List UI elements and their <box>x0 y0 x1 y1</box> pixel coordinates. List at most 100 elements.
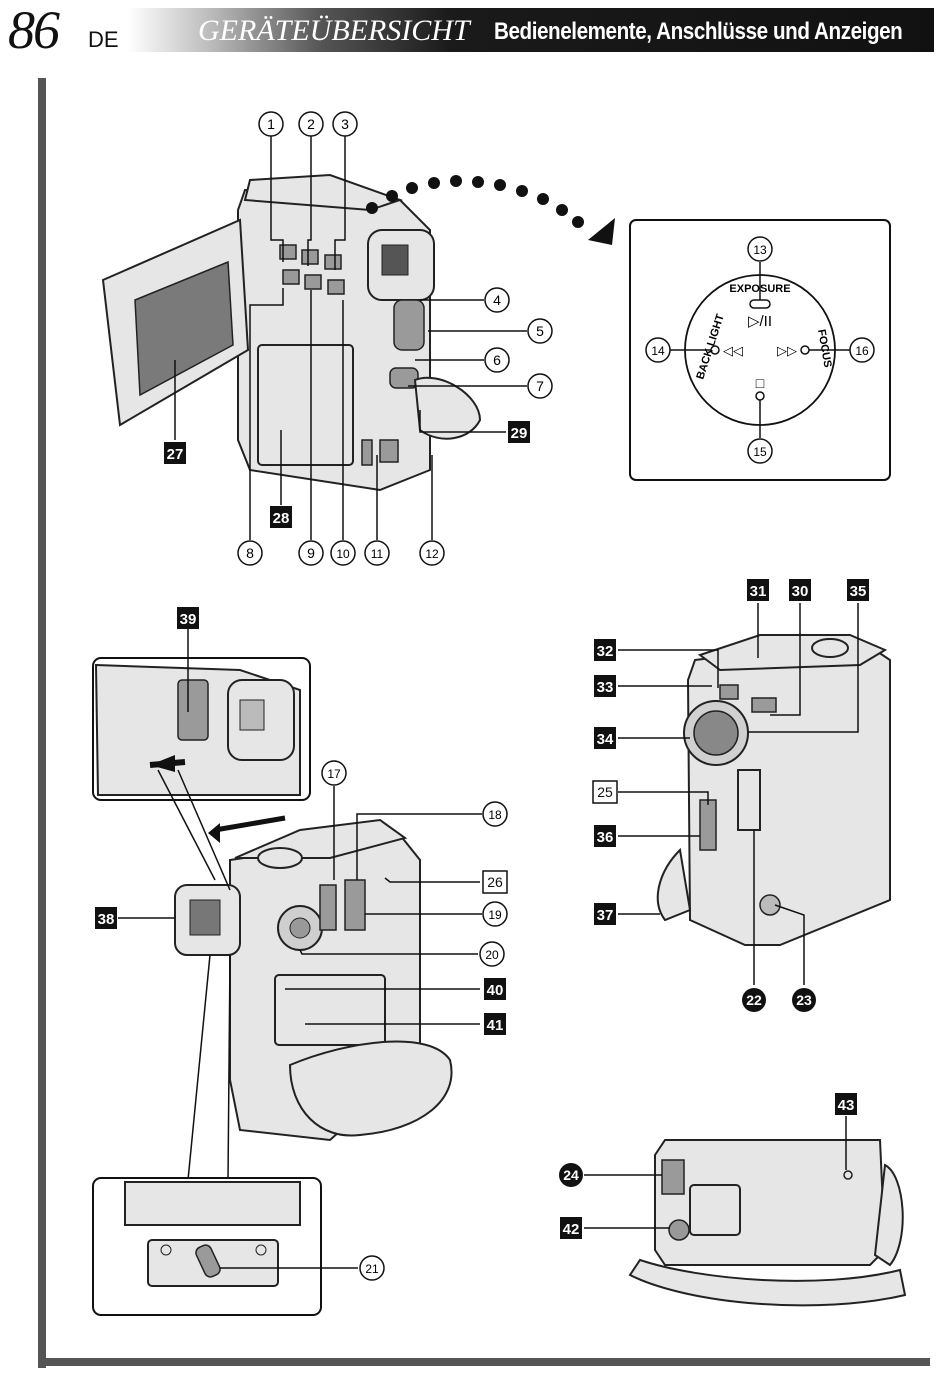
callout-22-label: 22 <box>746 992 762 1008</box>
callout-25: 25 <box>592 780 618 804</box>
callout-11: 11 <box>364 540 390 566</box>
callout-21: 21 <box>359 1255 385 1281</box>
callout-5-label: 5 <box>536 323 544 339</box>
callout-10-label: 10 <box>336 547 350 561</box>
callout-33: 33 <box>594 675 616 697</box>
callout-7-label: 7 <box>536 378 544 394</box>
camcorder-bottom-view <box>628 1139 907 1307</box>
callout-17: 17 <box>321 760 347 786</box>
callout-13: 13 <box>747 236 773 262</box>
camcorder-front-view <box>656 634 891 946</box>
callout-18: 18 <box>482 801 508 827</box>
callout-20-label: 20 <box>485 948 499 962</box>
callout-16: 16 <box>849 337 875 363</box>
callout-15: 15 <box>747 438 773 464</box>
callout-8-label: 8 <box>246 545 254 561</box>
page-number: 86 <box>8 0 60 60</box>
callout-14: 14 <box>645 337 671 363</box>
page-language: DE <box>88 27 119 52</box>
callout-9-label: 9 <box>307 545 315 561</box>
callout-1: 1 <box>258 111 284 137</box>
play-pause-symbol: ▷/II <box>748 313 772 330</box>
callout-11-label: 11 <box>371 547 384 561</box>
camcorder-side-view <box>174 815 453 1142</box>
callout-16-label: 16 <box>855 344 869 358</box>
callout-7: 7 <box>527 373 553 399</box>
hand-strap <box>288 1040 453 1137</box>
dotted-arc-arrow <box>366 175 615 245</box>
callout-37-label: 37 <box>597 907 614 924</box>
callout-9: 9 <box>298 540 324 566</box>
callout-36-label: 36 <box>597 829 614 846</box>
callout-26-label: 26 <box>487 874 503 890</box>
page-frame-left <box>38 78 46 1368</box>
cassette-cover <box>257 344 354 466</box>
callout-29-label: 29 <box>511 425 528 442</box>
section-subtitle: Bedienelemente, Anschlüsse und Anzeigen <box>494 18 903 45</box>
callout-4-label: 4 <box>493 292 501 308</box>
callout-15-label: 15 <box>753 445 767 459</box>
callout-24: 24 <box>559 1163 583 1187</box>
section-banner: GERÄTEÜBERSICHT Bedienelemente, Anschlüs… <box>128 8 934 52</box>
callout-40-label: 40 <box>487 982 504 999</box>
callout-33-label: 33 <box>597 679 614 696</box>
callout-35-label: 35 <box>850 583 867 600</box>
callout-42: 42 <box>560 1217 582 1239</box>
boxed-callouts: 27 28 29 30 31 32 33 34 35 36 37 38 39 40 41 42 43 25 26 22… <box>95 421 869 1239</box>
callout-8: 8 <box>237 540 263 566</box>
callout-38-label: 38 <box>98 911 115 928</box>
callout-19: 19 <box>482 901 508 927</box>
callout-37: 37 <box>594 903 616 925</box>
callout-20: 20 <box>479 941 505 967</box>
callout-32-label: 32 <box>597 643 614 660</box>
callout-27: 27 <box>164 442 186 464</box>
callout-42-label: 42 <box>563 1221 580 1238</box>
callout-36: 36 <box>594 825 616 847</box>
page-frame-bottom <box>38 1358 930 1366</box>
callout-35: 35 <box>847 579 869 601</box>
callout-40: 40 <box>484 978 506 1000</box>
callout-17-label: 17 <box>327 767 341 781</box>
callout-34-label: 34 <box>597 731 614 748</box>
callout-39-label: 39 <box>180 611 197 628</box>
callout-12-label: 12 <box>425 547 439 561</box>
callout-41-label: 41 <box>487 1017 504 1034</box>
callout-23: 23 <box>792 988 816 1012</box>
callout-38: 38 <box>95 907 117 929</box>
callout-13-label: 13 <box>753 243 767 257</box>
fast-forward-symbol: ▷▷ <box>777 343 797 358</box>
callout-4: 4 <box>484 287 510 313</box>
callout-10: 10 <box>330 540 356 566</box>
rewind-symbol: ◁◁ <box>723 343 743 358</box>
callout-3-label: 3 <box>341 116 349 132</box>
callout-29: 29 <box>508 421 530 443</box>
callout-19-label: 19 <box>488 908 502 922</box>
inset-tripod <box>92 1177 358 1316</box>
callout-5: 5 <box>527 318 553 344</box>
callout-31-label: 31 <box>750 583 767 600</box>
page-header: 86 DE GERÄTEÜBERSICHT Bedienelemente, An… <box>0 0 950 60</box>
callout-6: 6 <box>484 347 510 373</box>
callout-6-label: 6 <box>493 352 501 368</box>
callout-30: 30 <box>789 579 811 601</box>
callout-12: 12 <box>419 540 445 566</box>
callout-3: 3 <box>332 111 358 137</box>
callout-2-label: 2 <box>307 116 315 132</box>
lcd-screen <box>134 260 234 397</box>
callout-43-label: 43 <box>838 1097 855 1114</box>
callout-14-label: 14 <box>651 344 665 358</box>
callout-32: 32 <box>594 639 616 661</box>
callout-28: 28 <box>270 506 292 528</box>
callout-41: 41 <box>484 1013 506 1035</box>
callout-31: 31 <box>747 579 769 601</box>
exposure-label: EXPOSURE <box>729 283 790 295</box>
callout-39: 39 <box>177 607 199 629</box>
callout-18-label: 18 <box>488 808 502 822</box>
callout-43: 43 <box>835 1093 857 1115</box>
control-panel: EXPOSURE ▷/II ◁◁ ▷▷ □ BACK LIGHT FOCUS <box>629 219 891 481</box>
callout-21-label: 21 <box>365 1262 379 1276</box>
inset-eyepiece <box>92 657 311 801</box>
callout-27-label: 27 <box>167 446 184 463</box>
